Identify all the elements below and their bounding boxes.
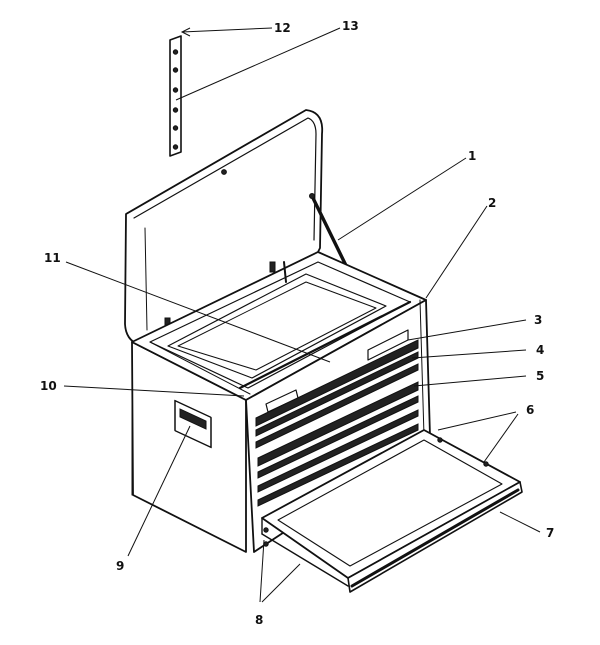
open-drawer: [261, 429, 523, 593]
callout-12: 12: [274, 21, 291, 35]
leader-lines: [63, 27, 541, 603]
drawer-fronts: [255, 339, 419, 507]
callout-3: 3: [534, 313, 542, 327]
callout-13: 13: [342, 19, 359, 33]
callout-11: 11: [44, 251, 61, 265]
callout-1: 1: [468, 149, 476, 163]
callout-10: 10: [40, 379, 57, 393]
chest-front-body: [245, 299, 431, 553]
callout-8: 8: [255, 613, 263, 627]
hinge-strip: [169, 35, 182, 157]
callout-labels: 12 13 1 2 11 3 4 5 10 6 7 9 8: [40, 19, 554, 627]
callout-4: 4: [536, 343, 544, 357]
callout-7: 7: [546, 526, 554, 540]
callout-5: 5: [536, 369, 544, 383]
callout-9: 9: [116, 559, 124, 573]
callout-2: 2: [488, 196, 496, 210]
lid: [124, 109, 324, 347]
callout-6: 6: [526, 403, 534, 417]
